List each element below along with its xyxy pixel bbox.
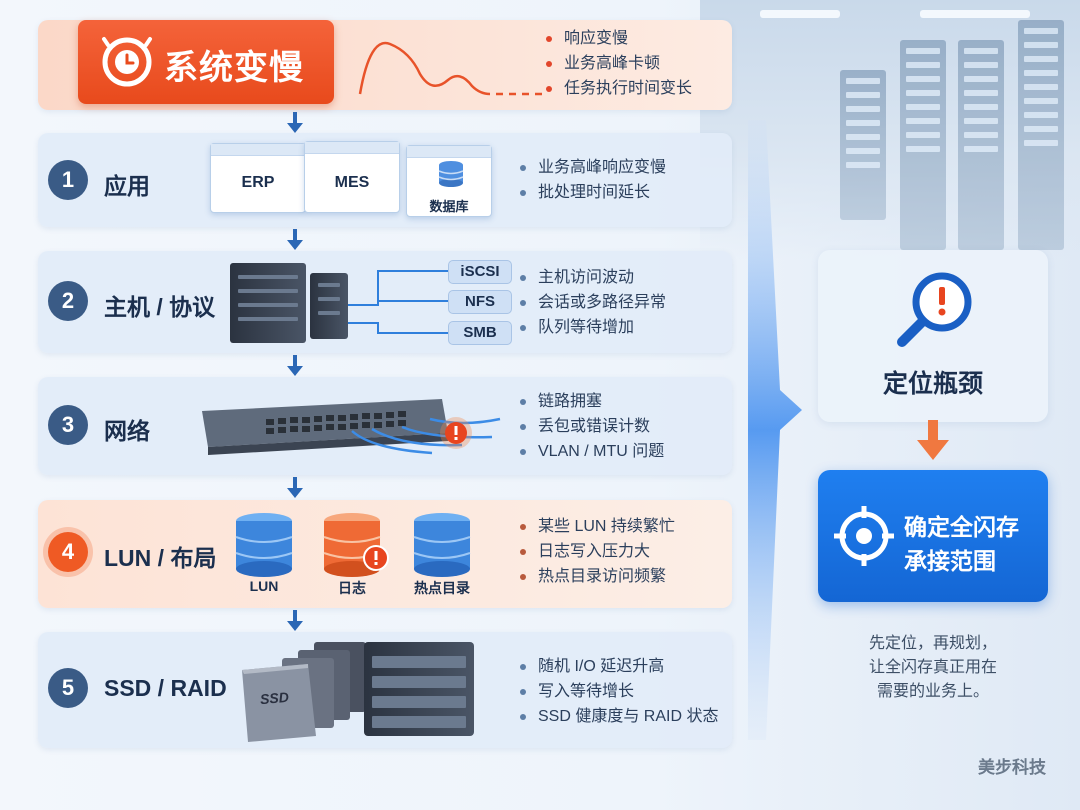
step-bullet: 批处理时间延长: [520, 180, 666, 205]
server-icon: [310, 273, 348, 339]
step-4-panel: 4 LUN / 布局 LUN 日志 热点目录 某些 LUN 持续繁忙 日志写入压…: [38, 500, 732, 608]
step-title: SSD / RAID: [104, 675, 227, 701]
step-bullet: 主机访问波动: [520, 265, 666, 290]
step-bullet: 某些 LUN 持续繁忙: [520, 514, 675, 539]
raid-enclosure-icon: [364, 642, 474, 736]
magnifier-alert-icon: [897, 272, 972, 347]
down-arrow: [285, 610, 305, 632]
header-title: 系统变慢: [164, 49, 304, 87]
side-note-line: 先定位，再规划，: [868, 635, 997, 652]
down-arrow: [285, 355, 305, 377]
down-arrow: [285, 112, 305, 134]
locate-bottleneck-card: 定位瓶颈: [818, 250, 1048, 422]
log-disk-icon: [323, 513, 389, 577]
orange-down-arrow: [917, 420, 949, 460]
header-bullet: 业务高峰卡顿: [546, 51, 692, 76]
datacenter-backdrop: [700, 0, 1080, 260]
step-number: 5: [48, 668, 88, 708]
step-bullet: 丢包或错误计数: [520, 414, 664, 439]
step-bullet: 写入等待增长: [520, 679, 718, 704]
down-arrow: [285, 229, 305, 251]
database-window: 数据库: [406, 145, 492, 217]
database-icon: [438, 161, 464, 187]
network-switch-icon: [202, 399, 501, 455]
step-bullets: 随机 I/O 延迟升高 写入等待增长 SSD 健康度与 RAID 状态: [520, 654, 718, 729]
ssd-label: SSD: [259, 688, 290, 708]
step-title: 应用: [104, 173, 150, 199]
step-bullet: 队列等待增加: [520, 315, 666, 340]
log-label: 日志: [338, 580, 366, 596]
step-number: 3: [48, 405, 88, 445]
step-5-panel: 5 SSD / RAID SSD 随机 I/O 延迟升高 写入等待增长 SSD …: [38, 632, 732, 748]
lun-label: LUN: [249, 578, 279, 594]
header-bullet: 任务执行时间变长: [546, 76, 692, 101]
step-bullets: 某些 LUN 持续繁忙 日志写入压力大 热点目录访问频繁: [520, 514, 675, 589]
server-icon: [230, 263, 306, 343]
header-bullet: 响应变慢: [546, 26, 692, 51]
step-bullets: 链路拥塞 丢包或错误计数 VLAN / MTU 问题: [520, 389, 664, 464]
step-bullet: 会话或多路径异常: [520, 290, 666, 315]
step-number: 1: [48, 160, 88, 200]
ssd-stack-icon: [242, 642, 366, 742]
step-title: LUN / 布局: [104, 545, 217, 571]
side-note-line: 让全闪存真正用在: [868, 659, 997, 676]
step-bullet: 随机 I/O 延迟升高: [520, 654, 718, 679]
step-1-panel: 1 应用 ERP MES 数据库 业务高峰响应变慢 批处理时间延长: [38, 133, 732, 227]
step-bullet: 链路拥塞: [520, 389, 664, 414]
erp-window: ERP: [210, 143, 306, 213]
protocol-connectors: [348, 270, 448, 334]
step-title: 网络: [104, 418, 150, 444]
confirm-scope-card: 确定全闪存 承接范围: [818, 470, 1048, 602]
confirm-scope-line2: 承接范围: [904, 548, 996, 574]
brand-name: 美步科技: [978, 758, 1046, 777]
step-bullets: 业务高峰响应变慢 批处理时间延长: [520, 155, 666, 205]
header-title-box: 系统变慢: [78, 20, 334, 104]
header-panel: 系统变慢 响应变慢 业务高峰卡顿 任务执行时间变长: [38, 20, 732, 110]
step-number: 2: [48, 281, 88, 321]
confirm-scope-line1: 确定全闪存: [904, 514, 1019, 540]
protocol-tag-smb: SMB: [448, 321, 512, 345]
locate-bottleneck-title: 定位瓶颈: [882, 370, 983, 398]
protocol-tag-nfs: NFS: [448, 290, 512, 314]
lun-disk-icon: [235, 513, 293, 577]
step-3-panel: 3 网络 链路拥塞 丢包或错误计数 VLAN / MTU 问题: [38, 377, 732, 475]
step-2-panel: 2 主机 / 协议 iSCSI NFS SMB 主机访问波动 会话或多路径异常 …: [38, 251, 732, 353]
step-bullet: 日志写入压力大: [520, 539, 675, 564]
step-bullet: 业务高峰响应变慢: [520, 155, 666, 180]
step-number: 4: [48, 532, 88, 572]
protocol-tag-iscsi: iSCSI: [448, 260, 512, 284]
step-bullet: VLAN / MTU 问题: [520, 439, 664, 464]
hot-directory-disk-icon: [413, 513, 471, 577]
down-arrow: [285, 477, 305, 499]
step-title: 主机 / 协议: [104, 294, 216, 320]
hot-directory-label: 热点目录: [414, 580, 470, 596]
side-note-line: 需要的业务上。: [876, 683, 989, 700]
mes-window: MES: [304, 141, 400, 213]
slowdown-curve: [358, 41, 546, 96]
step-bullet: 热点目录访问频繁: [520, 564, 675, 589]
step-bullet: SSD 健康度与 RAID 状态: [520, 704, 718, 729]
side-note: 先定位，再规划， 让全闪存真正用在 需要的业务上。: [818, 632, 1048, 704]
flow-arrow: [748, 120, 802, 740]
step-bullets: 主机访问波动 会话或多路径异常 队列等待增加: [520, 265, 666, 340]
clock-alert-icon: [102, 37, 152, 87]
target-icon: [834, 506, 894, 566]
header-bullets: 响应变慢 业务高峰卡顿 任务执行时间变长: [546, 26, 692, 101]
